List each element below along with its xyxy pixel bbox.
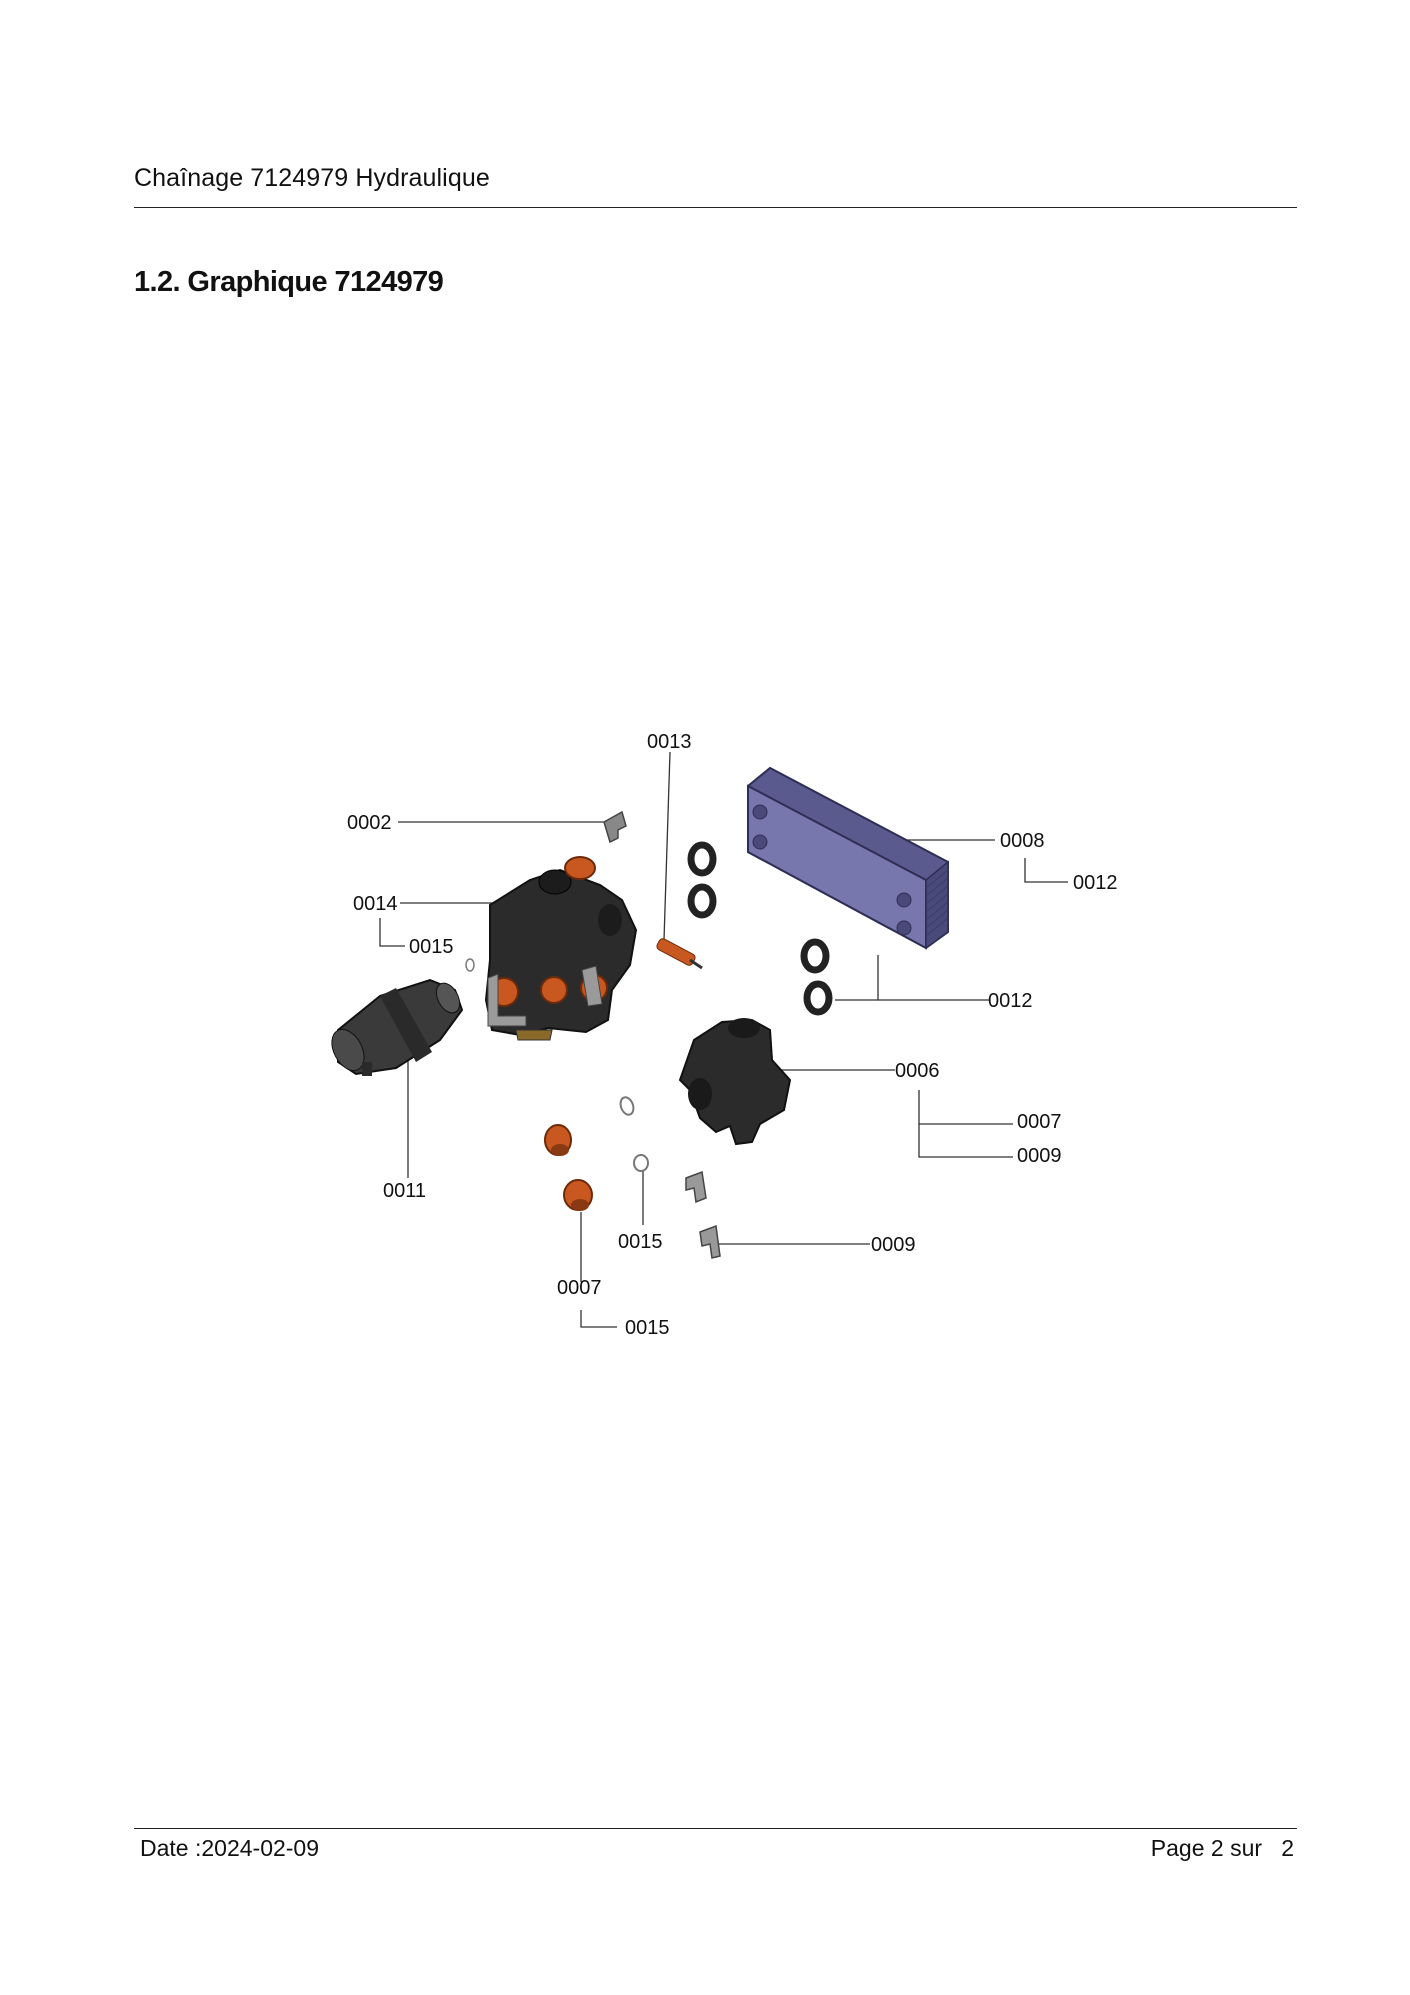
header-divider — [134, 207, 1297, 208]
small-washers-0015 — [465, 958, 649, 1172]
section-title: 1.2. Graphique 7124979 — [134, 266, 444, 298]
callout-0007-bottom: 0007 — [557, 1277, 602, 1299]
footer-divider — [134, 1828, 1297, 1829]
seal-rings-upper — [687, 841, 717, 919]
callout-labels: 0013 0002 0008 0012 0014 0015 0012 0006 … — [347, 731, 1118, 1339]
callout-0015-bottom: 0015 — [625, 1317, 670, 1339]
callout-0012-lower: 0012 — [988, 990, 1033, 1012]
callout-0015-block: 0015 — [409, 936, 454, 958]
callout-0012-upper: 0012 — [1073, 872, 1118, 894]
footer-page-number: Page 2 sur 2 — [1150, 1835, 1294, 1861]
callout-0002: 0002 — [347, 812, 392, 834]
plugs-0007 — [544, 1124, 593, 1211]
callout-0006: 0006 — [895, 1060, 940, 1082]
heat-exchanger-part — [747, 766, 949, 950]
clip-0002 — [603, 810, 627, 844]
clips-0009 — [685, 1170, 721, 1259]
callout-0014: 0014 — [353, 893, 398, 915]
pump-motor-0011 — [331, 978, 464, 1076]
sensor-0013 — [656, 938, 703, 970]
valve-housing-0006 — [678, 1018, 792, 1146]
callout-0015-washer: 0015 — [618, 1231, 663, 1253]
footer-date: Date :2024-02-09 — [140, 1835, 320, 1861]
callout-0011: 0011 — [383, 1180, 426, 1202]
document-header-title: Chaînage 7124979 Hydraulique — [134, 164, 490, 192]
callout-0009-right: 0009 — [1017, 1145, 1062, 1167]
callout-0013: 0013 — [647, 731, 692, 753]
hydraulic-block-0014 — [484, 856, 638, 1041]
seal-rings-lower — [800, 938, 833, 1016]
callout-0008: 0008 — [1000, 830, 1045, 852]
callout-0009-bottom: 0009 — [871, 1234, 916, 1256]
callout-0007-right: 0007 — [1017, 1111, 1062, 1133]
